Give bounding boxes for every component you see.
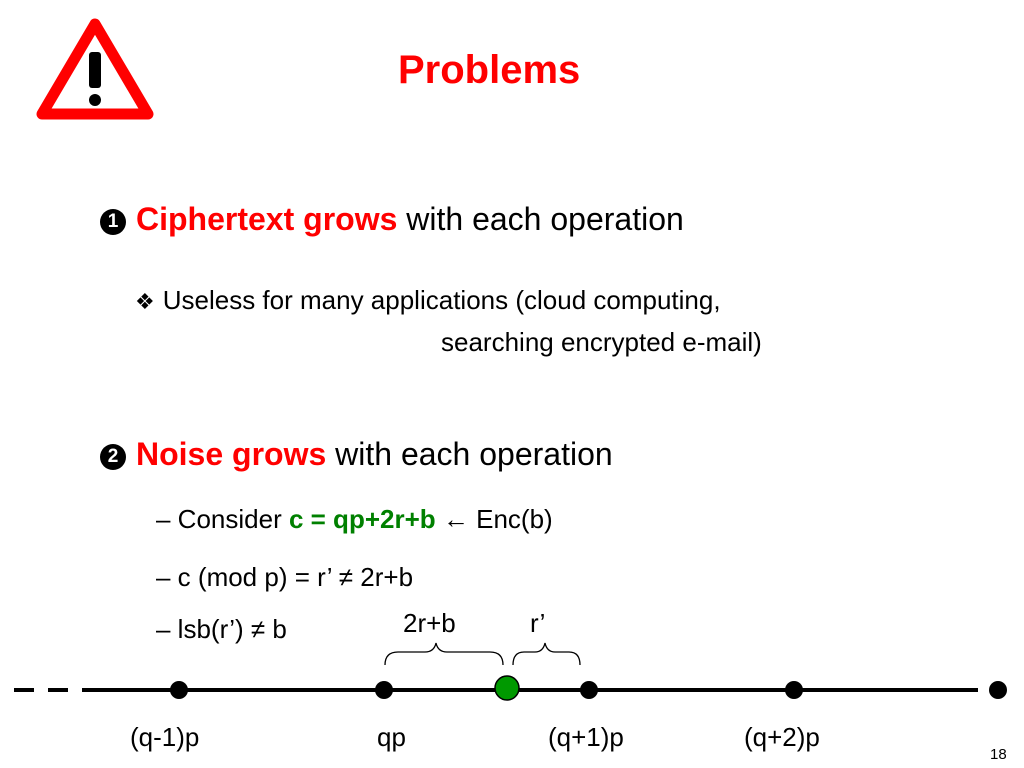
diamond-bullet-icon: ❖ — [135, 289, 155, 314]
brace-label-r-prime: r’ — [530, 608, 546, 638]
tick-label-qp: qp — [377, 722, 406, 752]
consider-suffix: ← Enc(b) — [435, 504, 553, 534]
item-c-mod-p: – c (mod p) = r’ ≠ 2r+b — [156, 562, 414, 592]
point-qp — [375, 681, 393, 699]
formula-c: c = qp+2r+b — [288, 504, 436, 534]
bullet-number-two: 2 — [100, 444, 126, 470]
noise-grows-rest: with each operation — [326, 436, 613, 472]
point-ciphertext-c — [494, 675, 520, 701]
point-q-plus-2-p — [785, 681, 803, 699]
point-ciphertext-grows: 1 Ciphertext grows with each operation — [100, 201, 684, 238]
item-consider: – Consider c = qp+2r+b ← Enc(b) — [156, 504, 553, 535]
brace-2r-b — [384, 642, 504, 666]
point-q-minus-1-p — [170, 681, 188, 699]
tick-label-q-plus-2-p: (q+2)p — [744, 722, 820, 752]
ciphertext-grows-highlight: Ciphertext grows — [136, 201, 398, 237]
brace-r-prime — [512, 642, 581, 666]
slide-title: Problems — [398, 48, 581, 92]
brace-label-2r-b: 2r+b — [403, 608, 456, 638]
tick-label-q-plus-1-p: (q+1)p — [548, 722, 624, 752]
useless-line-2: searching encrypted e-mail) — [441, 327, 762, 357]
page-number: 18 — [990, 746, 1007, 763]
warning-triangle-icon — [36, 18, 154, 120]
tick-label-q-minus-1-p: (q-1)p — [130, 722, 200, 752]
ciphertext-grows-rest: with each operation — [397, 201, 684, 237]
item-lsb: – lsb(r’) ≠ b — [156, 614, 287, 644]
noise-grows-highlight: Noise grows — [136, 436, 327, 472]
point-q-plus-1-p — [580, 681, 598, 699]
point-noise-grows: 2 Noise grows with each operation — [100, 436, 613, 473]
consider-prefix: – Consider — [156, 504, 289, 534]
number-line — [14, 642, 1012, 701]
bullet-number-one: 1 — [100, 209, 126, 235]
useless-line-1: Useless for many applications (cloud com… — [162, 285, 721, 315]
point-q-plus-3-p — [989, 681, 1007, 699]
sub-point-useless: ❖ Useless for many applications (cloud co… — [135, 285, 721, 316]
